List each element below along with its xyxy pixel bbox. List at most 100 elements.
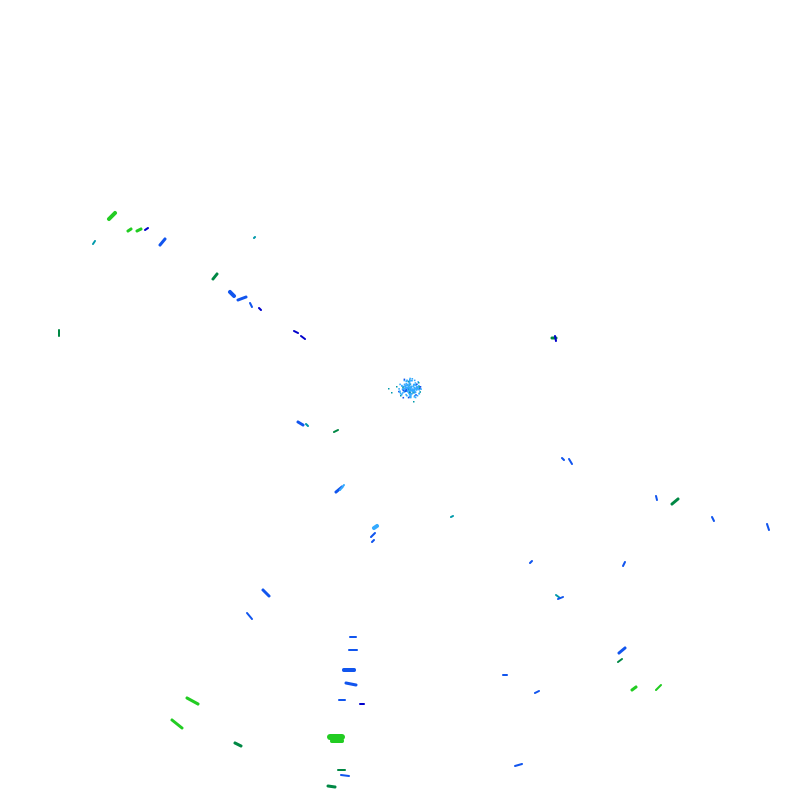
radar-site-echo-dot (405, 386, 408, 389)
radar-site-echo-dot (405, 380, 407, 382)
radar-site-echo-dot (408, 392, 410, 395)
radar-echo (568, 458, 573, 465)
radar-echo (305, 423, 309, 427)
radar-echo (258, 307, 262, 311)
radar-site-echo-dot (415, 388, 418, 390)
radar-site-echo-dot (410, 379, 413, 382)
radar-site-echo-dot (418, 386, 420, 388)
radar-site-echo-dot (415, 389, 418, 391)
radar-echo (766, 523, 770, 531)
radar-site-echo-dot (401, 393, 403, 396)
radar-echo (236, 295, 248, 302)
radar-site-echo-dot (403, 389, 405, 392)
radar-site-echo-dot (403, 383, 406, 386)
radar-site-echo-dot (405, 388, 407, 391)
radar-site-echo-dot (403, 378, 406, 381)
radar-site-echo-dot (401, 384, 403, 387)
radar-site-echo-dot (409, 386, 411, 389)
radar-site-echo-dot (401, 392, 404, 394)
radar-echo (228, 290, 236, 298)
radar-site-echo-dot (399, 390, 401, 392)
radar-echo (135, 227, 143, 233)
radar-site-echo-dot (416, 383, 418, 385)
radar-site-echo-dot (408, 395, 411, 398)
radar-echo (246, 612, 253, 620)
radar-site-echo-dot (413, 379, 416, 382)
radar-site-echo-dot (411, 388, 414, 390)
radar-site-echo-dot (407, 396, 410, 399)
radar-echo (211, 272, 219, 281)
radar-site-echo-dot (403, 388, 405, 390)
radar-echo (561, 457, 565, 461)
radar-site-echo-dot (398, 388, 400, 390)
radar-site-echo-dot (404, 390, 406, 393)
radar-site-echo-dot (413, 389, 416, 392)
radar-echo (233, 741, 243, 748)
radar-echo (296, 420, 305, 427)
radar-site-echo-dot (409, 383, 412, 385)
radar-echo (339, 484, 345, 491)
radar-echo (261, 588, 271, 598)
radar-site-echo-dot (409, 393, 412, 395)
radar-site-echo-dot (411, 378, 414, 380)
radar-echo (670, 497, 680, 506)
radar-echo (370, 532, 376, 538)
radar-echo (617, 658, 623, 663)
radar-site-echo-dot (418, 389, 421, 391)
radar-site-echo-dot (406, 394, 408, 397)
radar-echo (557, 596, 564, 600)
echo-layer (58, 211, 770, 789)
radar-site-echo-dot (406, 389, 409, 392)
radar-site-echo-dot (406, 383, 409, 386)
radar-site-echo-dot (404, 385, 407, 388)
radar-site-echo-dot (399, 393, 402, 395)
radar-site-echo-dot (417, 381, 419, 383)
radar-site-echo-dot (413, 401, 415, 403)
radar-site-echo-dot (418, 384, 420, 387)
radar-site-echo-dot (413, 394, 416, 397)
radar-site-echo-dot (388, 388, 390, 390)
radar-site-echo-dot (419, 391, 421, 393)
radar-site-echo-dot (413, 396, 416, 398)
radar-echo (293, 330, 299, 334)
radar-site-echo-dot (413, 386, 416, 389)
radar-site-echo-dot (412, 391, 414, 394)
radar-echo (630, 685, 638, 692)
radar-site-cluster (388, 377, 422, 403)
radar-site-echo-dot (405, 393, 407, 396)
radar-site-echo-dot (402, 396, 405, 399)
radar-echo (711, 516, 715, 522)
radar-site-echo-dot (407, 385, 410, 388)
radar-site-echo-dot (414, 396, 417, 399)
radar-echo (185, 696, 200, 706)
radar-site-echo-dot (415, 394, 417, 396)
radar-site-echo-dot (406, 379, 408, 382)
radar-site-echo-dot (409, 377, 411, 380)
radar-site-echo-dot (418, 382, 420, 384)
radar-site-echo-dot (399, 391, 401, 393)
radar-site-echo-dot (391, 392, 393, 394)
radar-site-echo-dot (399, 383, 401, 386)
radar-site-echo-dot (403, 379, 406, 382)
radar-site-echo-dot (409, 391, 411, 394)
radar-site-echo-dot (409, 390, 411, 392)
radar-echo (326, 784, 337, 789)
radar-site-echo-dot (407, 388, 410, 391)
radar-site-echo-dot (419, 386, 422, 388)
radar-echo (617, 646, 627, 655)
radar-echo (170, 718, 184, 730)
radar-echo (529, 560, 533, 564)
radar-site-echo-dot (403, 385, 405, 388)
radar-echo (144, 227, 149, 231)
radar-echo (514, 763, 523, 767)
radar-site-echo-dot (411, 389, 414, 392)
radar-site-echo-dot (416, 388, 419, 390)
radar-echo (126, 227, 133, 233)
radar-site-echo-dot (414, 391, 417, 393)
radar-site-echo-dot (412, 389, 415, 391)
radar-echo (655, 684, 662, 691)
radar-site-echo-dot (406, 388, 409, 391)
radar-site-echo-dot (414, 388, 416, 390)
radar-site-echo-dot (418, 393, 421, 395)
